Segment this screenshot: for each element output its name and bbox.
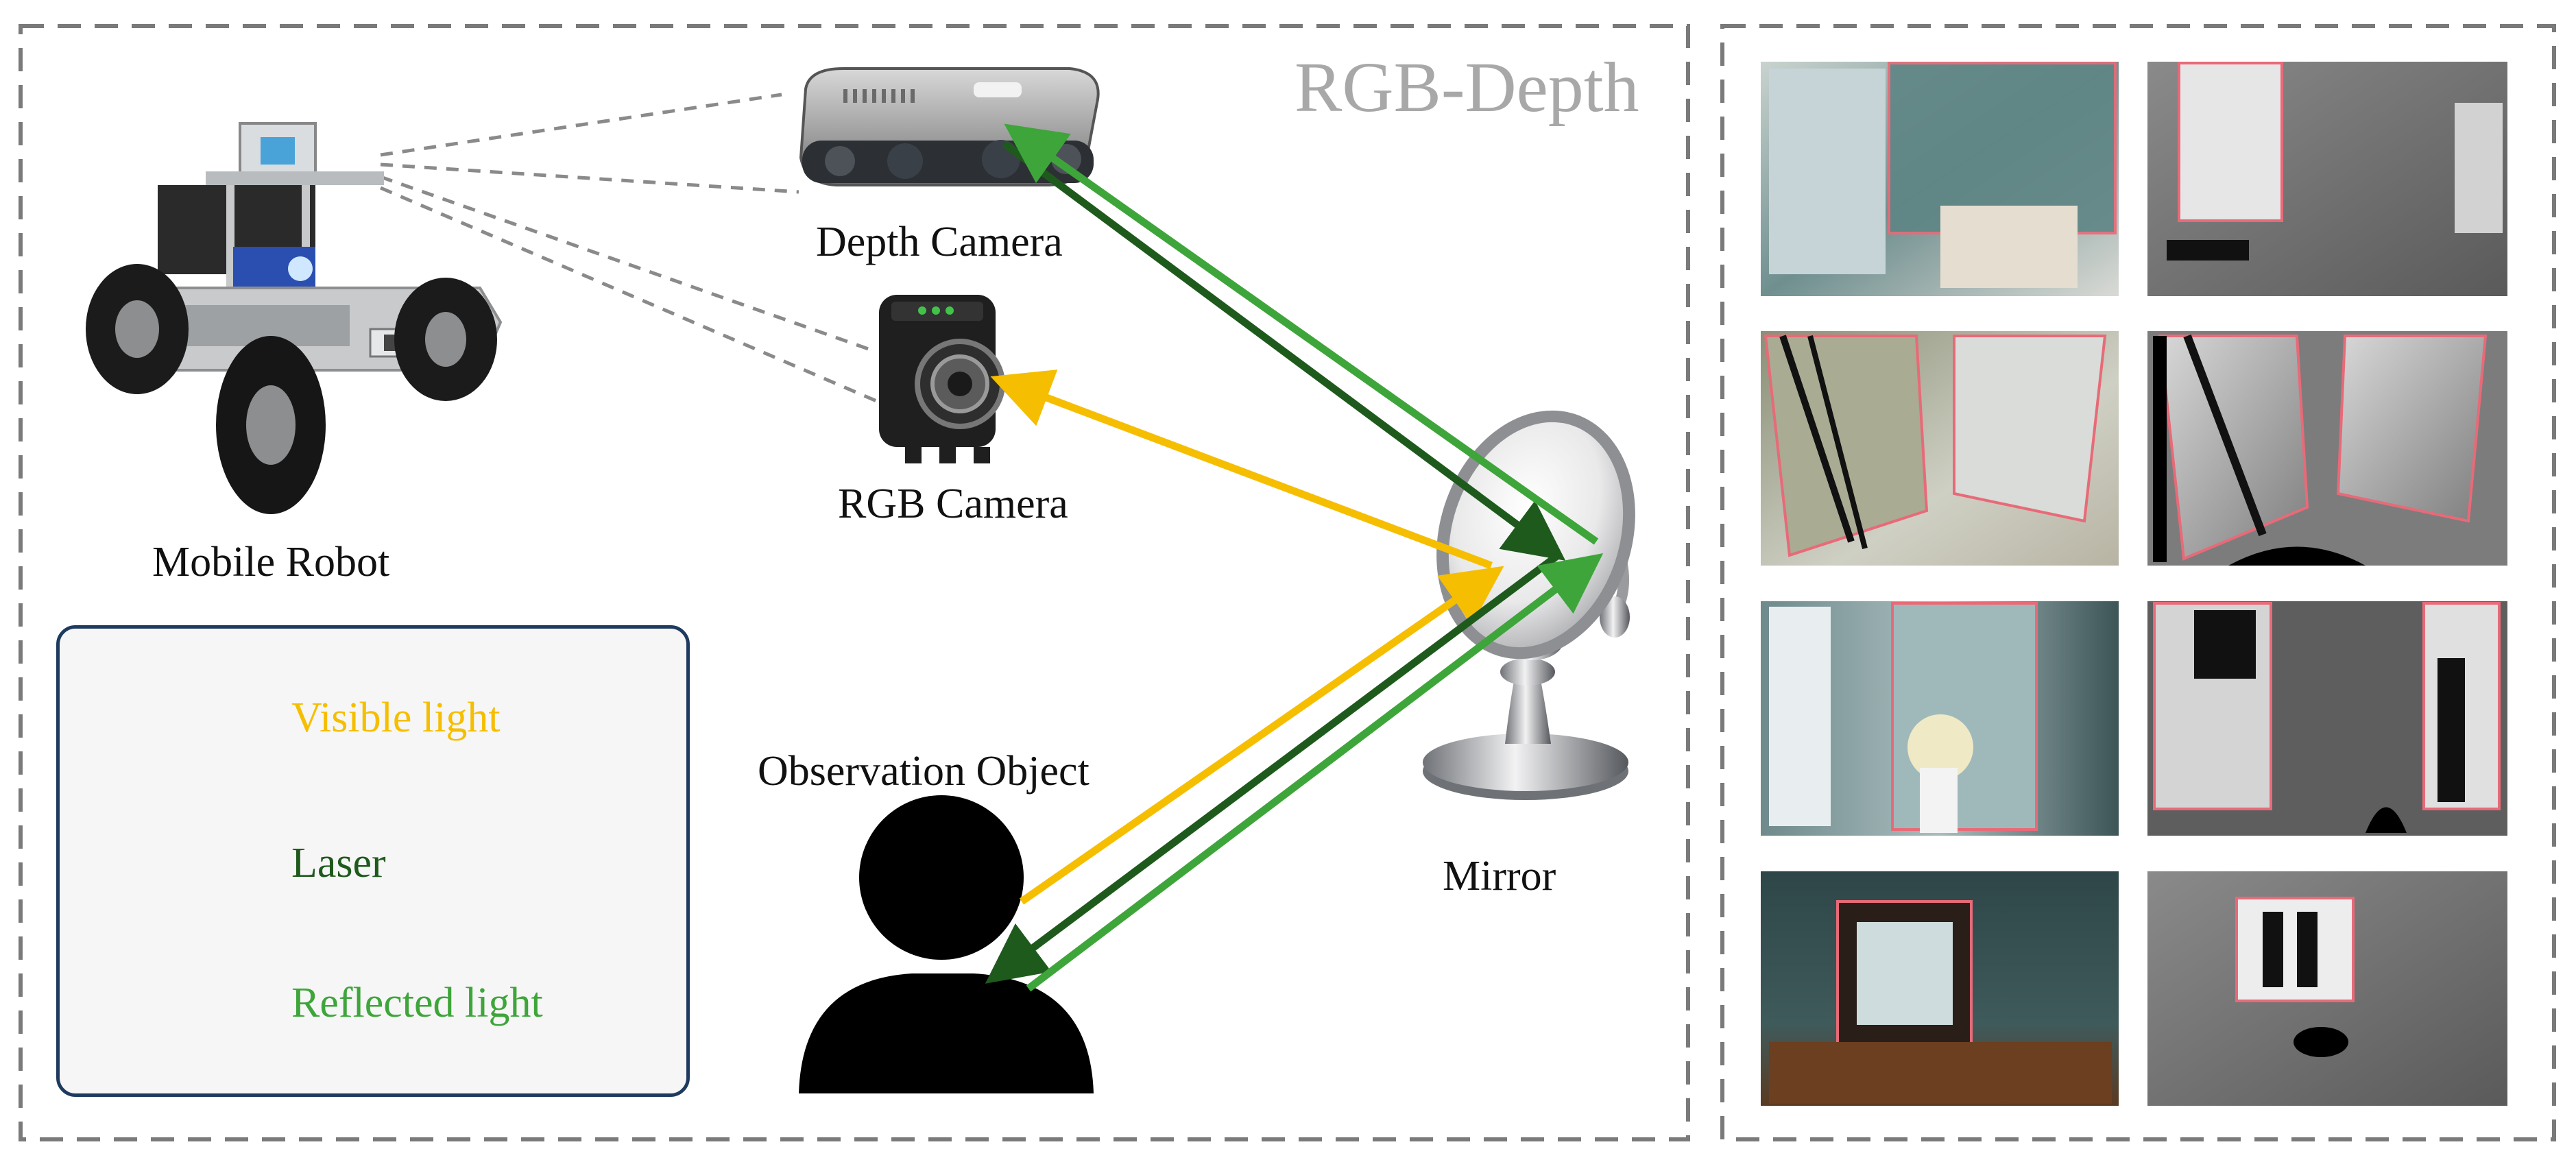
observation-object-label: Observation Object	[758, 748, 1090, 795]
visible-ray-mirror-to-rgb	[990, 370, 1493, 570]
sample-rgb-3	[1761, 601, 2119, 836]
reflected-ray-object-to-mirror	[1026, 553, 1604, 992]
rgb-camera-icon	[879, 295, 1005, 463]
sample-depth-2	[2147, 331, 2507, 566]
legend-laser-label: Laser	[291, 840, 386, 886]
person-icon	[799, 795, 1094, 1093]
mirror-icon	[1423, 410, 1635, 800]
sample-rgb-1	[1761, 62, 2119, 296]
robot-camera-links	[380, 93, 885, 407]
panel-title: RGB-Depth	[1295, 48, 1639, 127]
visible-ray-object-to-mirror	[1019, 566, 1504, 905]
sample-depth-1	[2147, 62, 2507, 296]
rgb-camera-label: RGB Camera	[838, 481, 1068, 527]
laser-ray-depth-to-mirror	[1002, 141, 1566, 561]
legend-box	[56, 625, 690, 1097]
left-panel-border	[19, 24, 1690, 1141]
depth-camera-icon	[799, 67, 1100, 186]
depth-camera-label: Depth Camera	[816, 219, 1063, 265]
legend-visible-label: Visible light	[291, 694, 501, 741]
mobile-robot-icon	[86, 122, 503, 514]
light-rays	[985, 123, 1604, 992]
mobile-robot-label: Mobile Robot	[152, 539, 390, 585]
mirror-label: Mirror	[1443, 853, 1556, 899]
legend-reflected-label: Reflected light	[291, 980, 543, 1026]
sample-grid	[1761, 62, 2507, 1106]
sample-rgb-4	[1761, 871, 2119, 1106]
laser-ray-mirror-to-object	[985, 550, 1563, 984]
reflected-ray-mirror-to-depth	[1004, 123, 1599, 545]
right-panel-border	[1720, 24, 2556, 1141]
sample-rgb-2	[1761, 331, 2119, 566]
sample-depth-4	[2147, 871, 2507, 1106]
sample-depth-3	[2147, 601, 2507, 836]
